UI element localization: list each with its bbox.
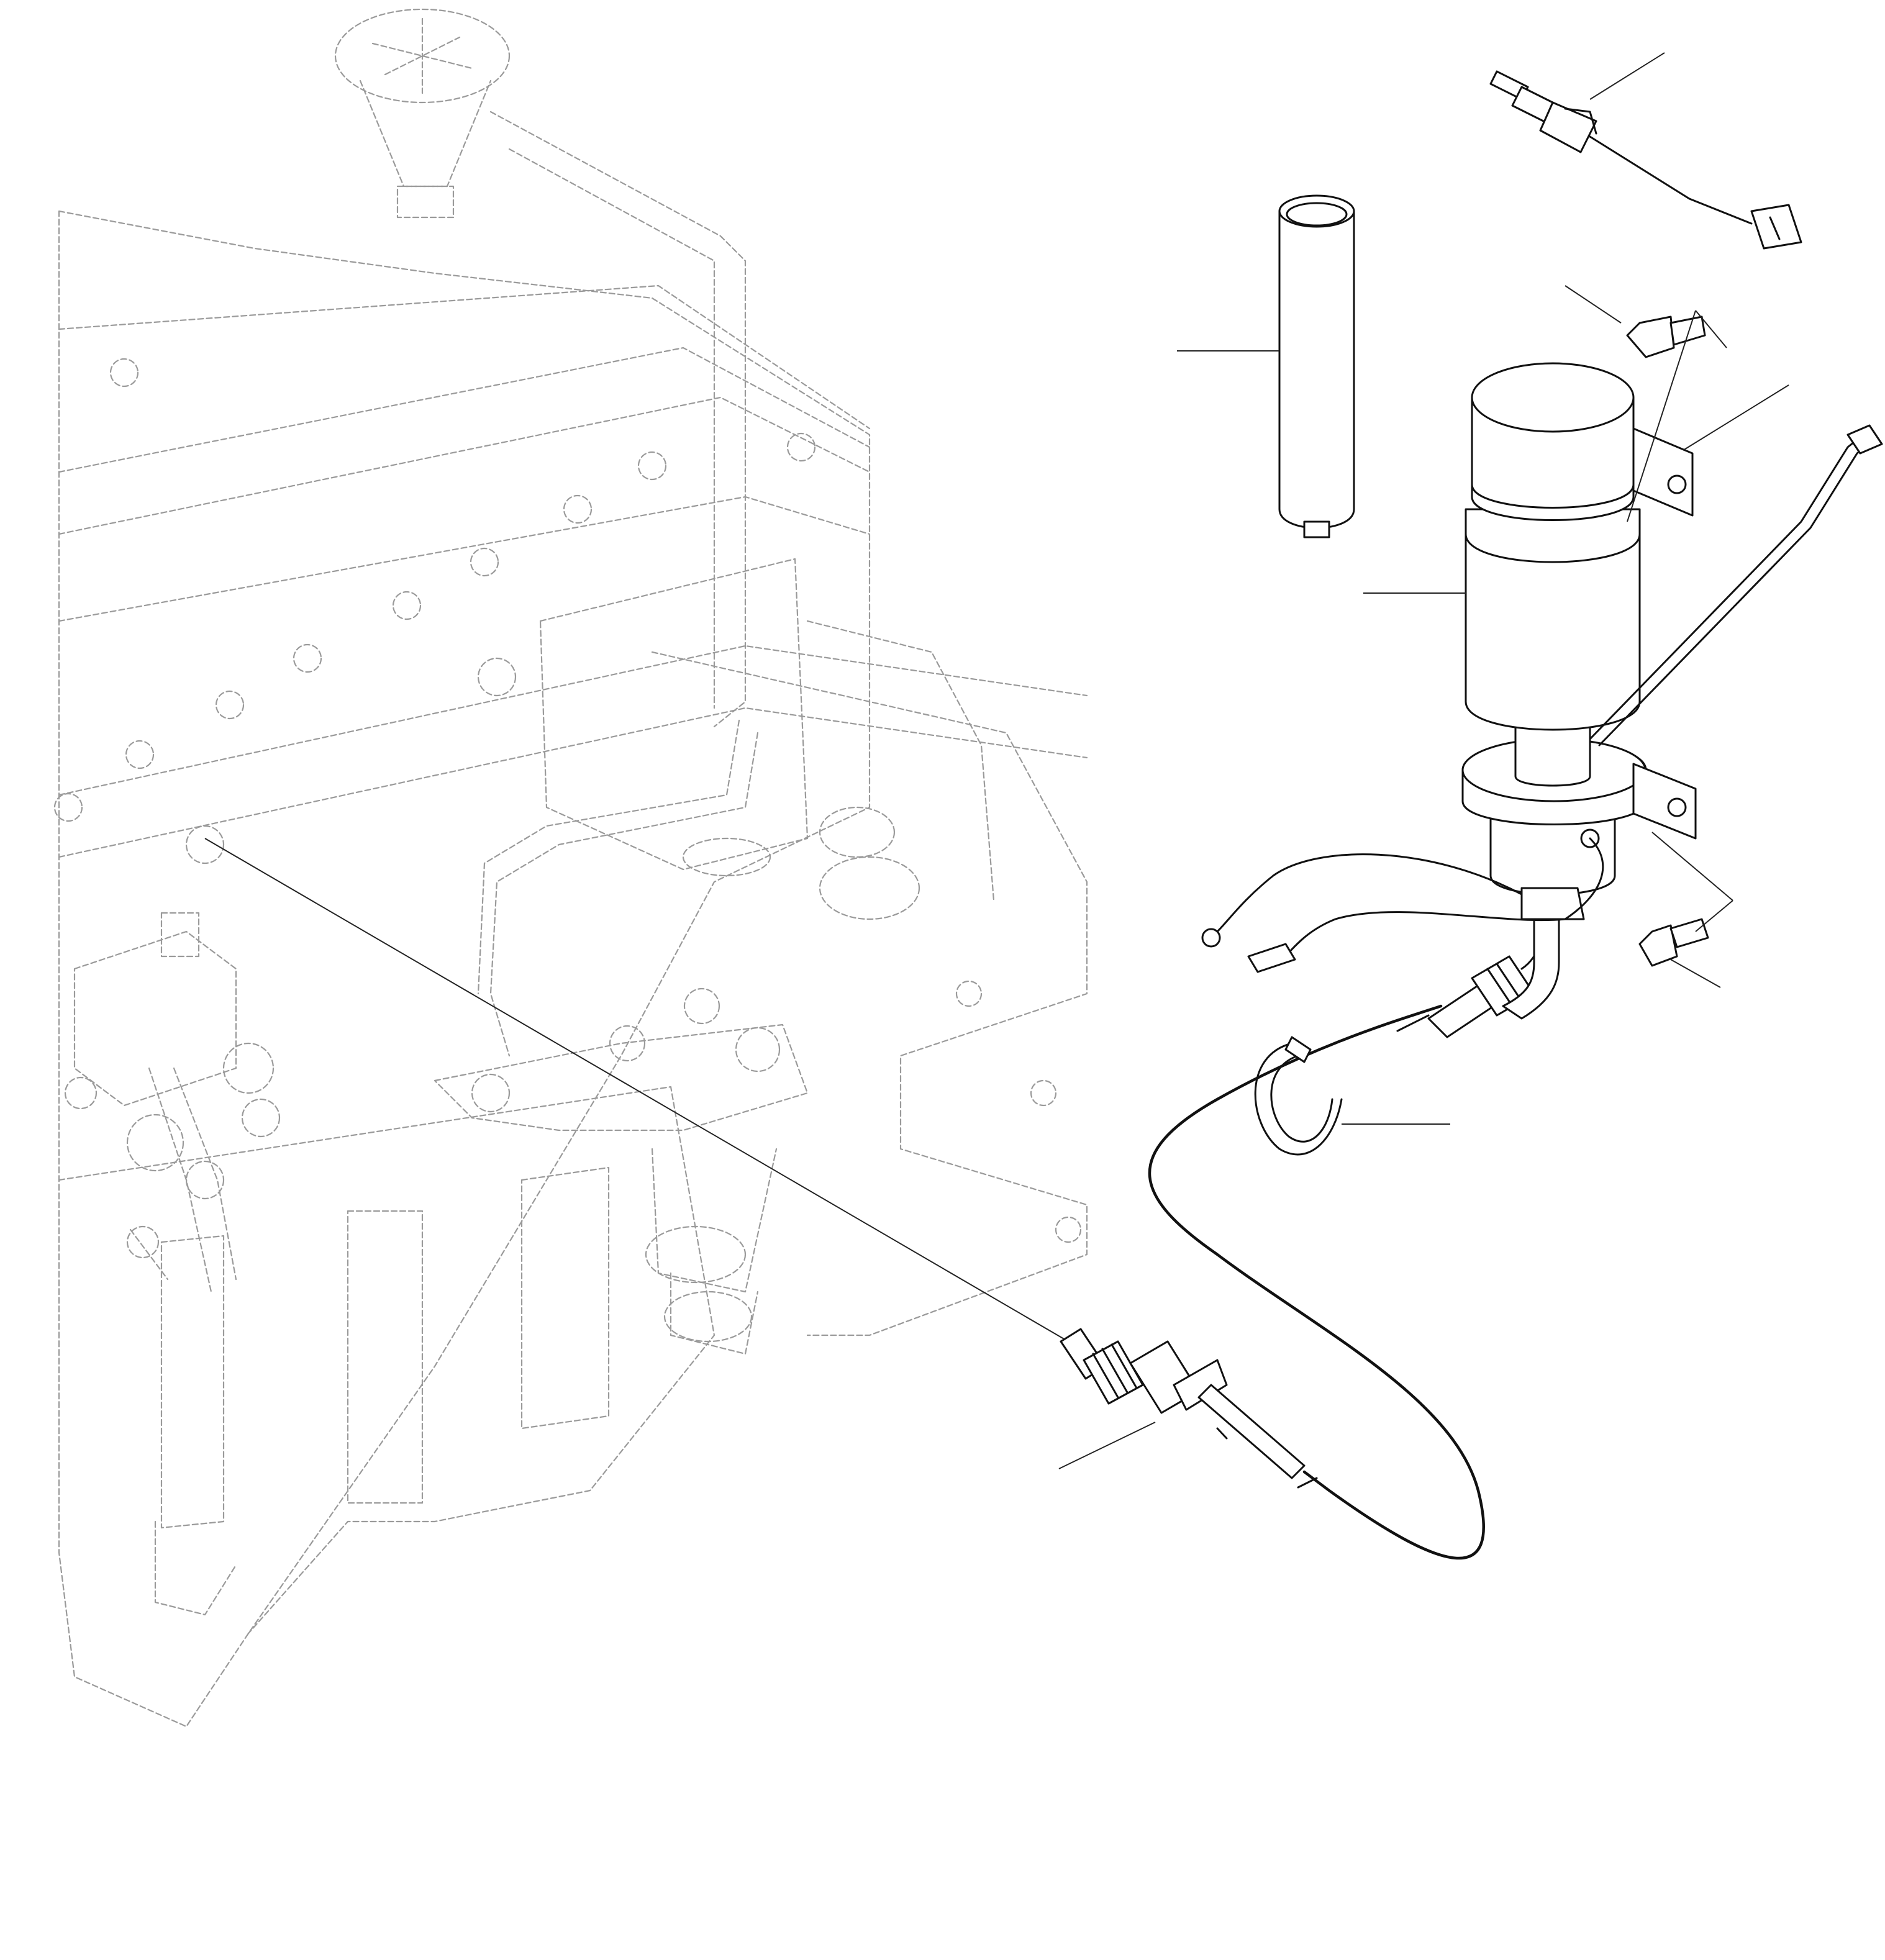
- sensor-harness: [1489, 70, 1802, 250]
- temperature-sender-probe: [1060, 1328, 1306, 1479]
- capillary-sleeve-nut: [1427, 912, 1542, 1038]
- assembly-leader-line: [204, 838, 1069, 1342]
- oil-filler-cap: [334, 8, 511, 219]
- electrical-leads: [1201, 837, 1604, 973]
- head-bolts: [53, 358, 816, 864]
- replacement-cartridge: [1278, 194, 1355, 538]
- engine-block-context: [53, 8, 1088, 1728]
- capillary-tube-break-bottom: [1297, 1477, 1318, 1489]
- capillary-tube: [1148, 1004, 1485, 1560]
- retaining-clip: [1254, 1036, 1343, 1156]
- capillary-tube-break-top: [1396, 1014, 1430, 1032]
- callout-leaders: [1058, 52, 1789, 1469]
- gauge-canister-assembly: [1461, 362, 1883, 1020]
- mounting-bolt-lower: [1638, 918, 1709, 967]
- injection-pump-context: [64, 912, 281, 1293]
- mounting-bolt-upper: [1626, 315, 1706, 358]
